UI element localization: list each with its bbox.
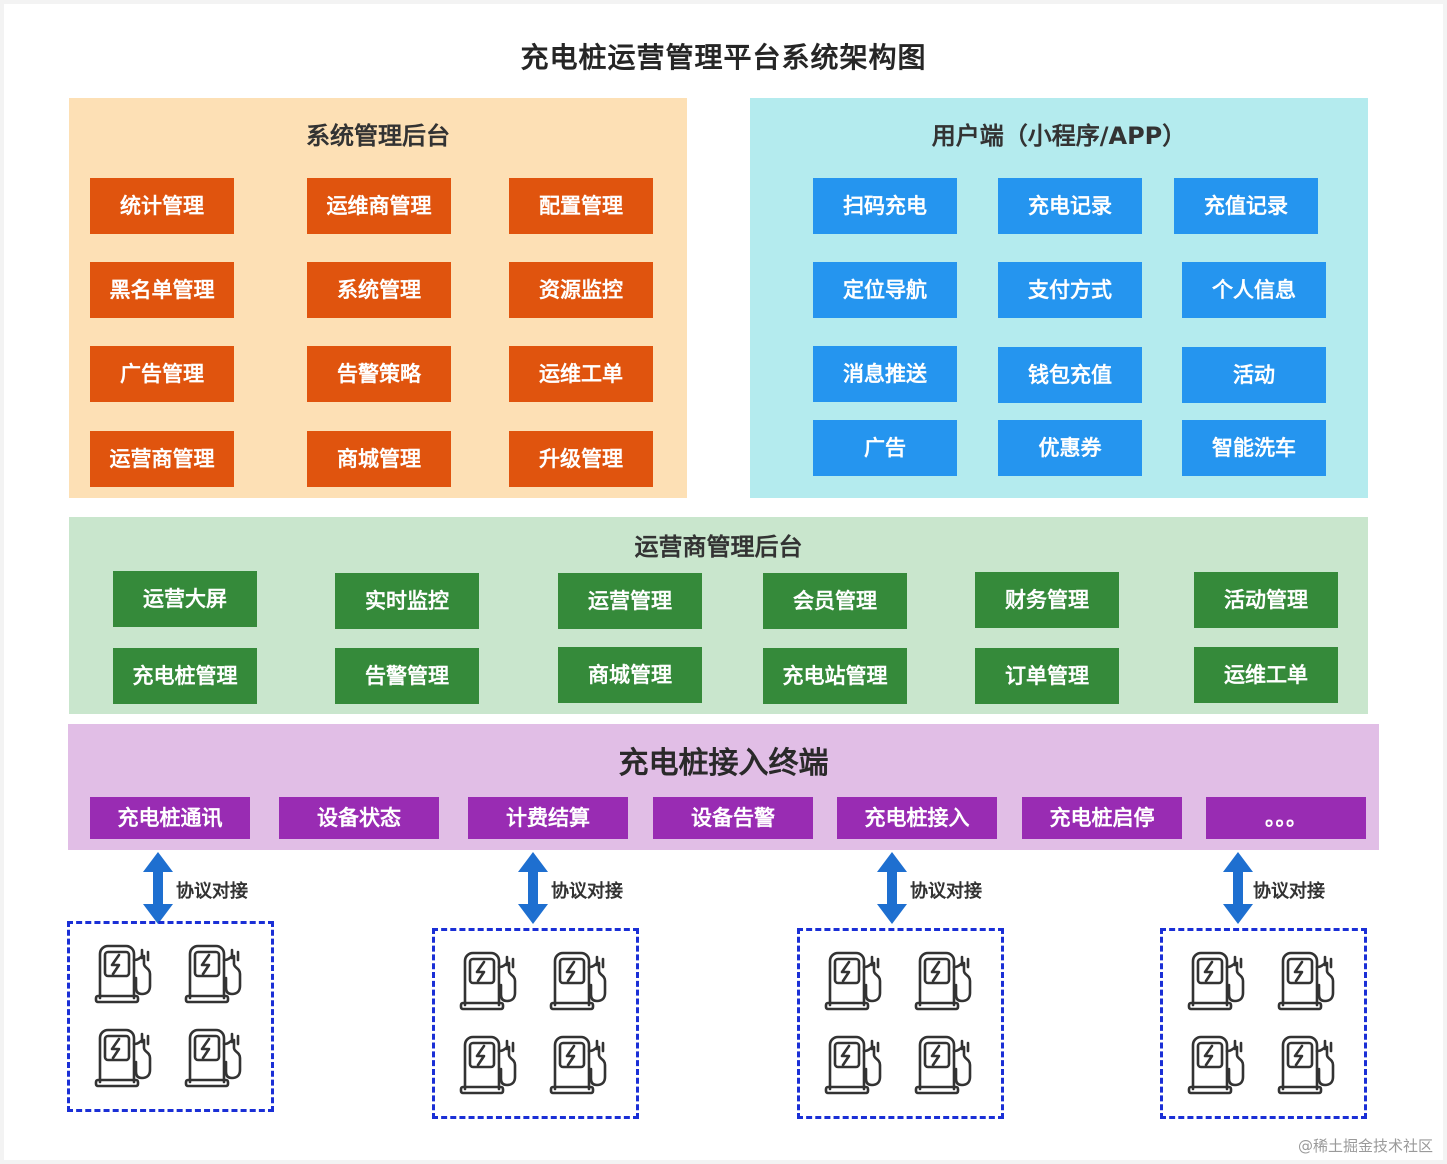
charging-pile-cluster: [797, 928, 1004, 1119]
user-panel: 用户端（小程序/APP） 扫码充电 充电记录 充值记录 定位导航 支付方式 个人…: [750, 98, 1368, 498]
admin-item-alert-policy: 告警策略: [307, 346, 451, 402]
double-arrow-vertical-icon: [877, 852, 907, 924]
charging-pile-icon: [457, 947, 523, 1013]
user-item-coupon: 优惠券: [998, 420, 1142, 476]
protocol-label: 协议对接: [910, 881, 982, 902]
user-item-wallet: 钱包充值: [998, 347, 1142, 403]
admin-item-system: 系统管理: [307, 262, 451, 318]
charging-pile-cluster: [67, 921, 274, 1112]
admin-item-stats: 统计管理: [90, 178, 234, 234]
terminal-item-device-status: 设备状态: [279, 797, 439, 839]
operator-item-orders: 订单管理: [975, 648, 1119, 704]
terminal-panel-title: 充电桩接入终端: [618, 746, 829, 781]
operator-item-operations: 运营管理: [558, 573, 702, 629]
operator-item-members: 会员管理: [763, 573, 907, 629]
user-item-topup-record: 充值记录: [1174, 178, 1318, 234]
protocol-label: 协议对接: [176, 881, 248, 902]
double-arrow-vertical-icon: [518, 852, 548, 924]
charging-pile-icon: [822, 947, 888, 1013]
terminal-item-billing: 计费结算: [468, 797, 628, 839]
terminal-item-more: 。。。: [1206, 797, 1366, 839]
user-item-profile: 个人信息: [1182, 262, 1326, 318]
charging-pile-icon: [822, 1031, 888, 1097]
user-item-navigation: 定位导航: [813, 262, 957, 318]
charging-pile-cluster: [432, 928, 639, 1119]
admin-item-operator: 运营商管理: [90, 431, 234, 487]
charging-pile-icon: [547, 1031, 613, 1097]
admin-item-blacklist: 黑名单管理: [90, 262, 234, 318]
charging-pile-icon: [182, 1024, 248, 1090]
operator-panel-title: 运营商管理后台: [634, 533, 803, 561]
admin-item-resource-monitor: 资源监控: [509, 262, 653, 318]
operator-item-finance: 财务管理: [975, 572, 1119, 628]
charging-pile-icon: [1275, 1031, 1341, 1097]
charging-pile-icon: [457, 1031, 523, 1097]
admin-item-config: 配置管理: [509, 178, 653, 234]
admin-panel: 系统管理后台 统计管理 运维商管理 配置管理 黑名单管理 系统管理 资源监控 广…: [69, 98, 687, 498]
operator-item-mall: 商城管理: [558, 647, 702, 703]
operator-item-realtime-monitor: 实时监控: [335, 573, 479, 629]
user-item-ads: 广告: [813, 420, 957, 476]
user-item-push: 消息推送: [813, 346, 957, 402]
operator-item-big-screen: 运营大屏: [113, 571, 257, 627]
charging-pile-cluster: [1160, 928, 1367, 1119]
admin-item-upgrade: 升级管理: [509, 431, 653, 487]
terminal-item-pile-access: 充电桩接入: [837, 797, 997, 839]
terminal-item-start-stop: 充电桩启停: [1022, 797, 1182, 839]
admin-item-work-order: 运维工单: [509, 346, 653, 402]
charging-pile-icon: [92, 940, 158, 1006]
user-item-charge-record: 充电记录: [998, 178, 1142, 234]
admin-panel-title: 系统管理后台: [306, 122, 450, 150]
protocol-label: 协议对接: [1253, 881, 1325, 902]
user-item-activity: 活动: [1182, 347, 1326, 403]
charging-pile-icon: [182, 940, 248, 1006]
terminal-item-communication: 充电桩通讯: [90, 797, 250, 839]
diagram-title: 充电桩运营管理平台系统架构图: [520, 41, 927, 74]
protocol-label: 协议对接: [551, 881, 623, 902]
terminal-item-device-alert: 设备告警: [653, 797, 813, 839]
charging-pile-icon: [912, 947, 978, 1013]
user-item-payment: 支付方式: [998, 262, 1142, 318]
operator-panel: 运营商管理后台 运营大屏 实时监控 运营管理 会员管理 财务管理 活动管理 充电…: [69, 517, 1368, 714]
watermark: @稀土掘金技术社区: [1297, 1137, 1433, 1155]
operator-item-pile-management: 充电桩管理: [113, 648, 257, 704]
charging-pile-icon: [1185, 1031, 1251, 1097]
operator-item-activities: 活动管理: [1194, 572, 1338, 628]
charging-pile-icon: [1275, 947, 1341, 1013]
admin-item-ads: 广告管理: [90, 346, 234, 402]
admin-item-mall: 商城管理: [307, 431, 451, 487]
charging-pile-icon: [547, 947, 613, 1013]
operator-item-alerts: 告警管理: [335, 648, 479, 704]
charging-pile-icon: [912, 1031, 978, 1097]
charging-pile-icon: [1185, 947, 1251, 1013]
operator-item-station: 充电站管理: [763, 648, 907, 704]
charging-pile-icon: [92, 1024, 158, 1090]
double-arrow-vertical-icon: [1223, 852, 1253, 924]
user-panel-title: 用户端（小程序/APP）: [931, 122, 1187, 150]
terminal-panel: 充电桩接入终端 充电桩通讯 设备状态 计费结算 设备告警 充电桩接入 充电桩启停…: [68, 724, 1379, 850]
double-arrow-vertical-icon: [143, 852, 173, 924]
operator-item-work-order: 运维工单: [1194, 647, 1338, 703]
user-item-car-wash: 智能洗车: [1182, 420, 1326, 476]
admin-item-maintainer: 运维商管理: [307, 178, 451, 234]
user-item-scan-charge: 扫码充电: [813, 178, 957, 234]
